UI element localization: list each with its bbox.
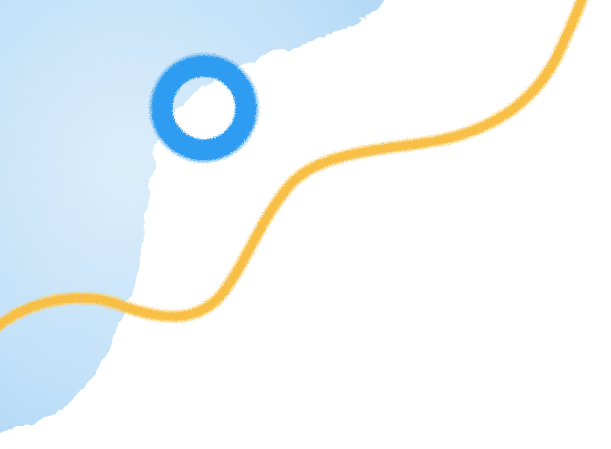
- wavy-line: [0, 0, 589, 333]
- watercolor-blob: [0, 0, 385, 430]
- ring-icon: [149, 53, 259, 163]
